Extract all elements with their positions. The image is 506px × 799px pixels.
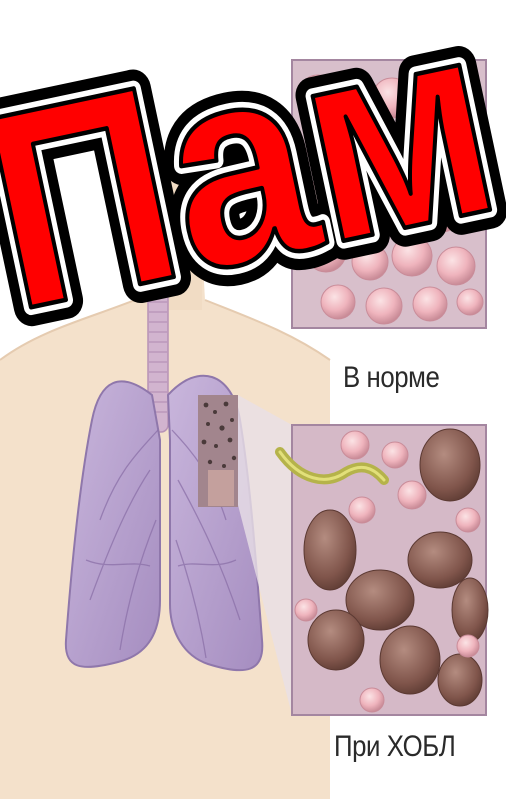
alveoli-copd-panel [280,425,488,715]
damaged-tissue-patch [198,395,238,507]
label-copd: При ХОБЛ [334,730,455,764]
label-normal: В норме [343,361,439,395]
